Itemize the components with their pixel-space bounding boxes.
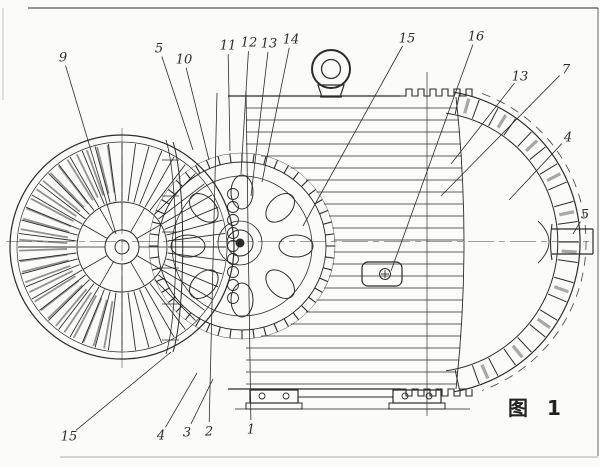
callout-label: 13 [512,70,529,85]
leader-line [208,92,218,423]
leader-line [161,56,194,151]
callout-label: 5 [581,208,589,223]
leader-line [75,351,172,431]
nameplate-detail [361,261,403,287]
center-lines [6,72,594,416]
callout-label: 14 [283,33,300,48]
leader-line [250,51,269,197]
callout-label: 11 [220,39,237,54]
callout-label: 12 [241,36,258,51]
leader-line [65,65,117,235]
callout-label: 4 [156,429,165,444]
leader-line [190,378,214,425]
end-ring [446,91,587,393]
callout-label: 2 [204,425,213,440]
leader-line [240,50,249,175]
fan-cover-edge [162,139,184,355]
gear-ring [148,152,336,340]
frame-border [2,7,599,458]
callout-label: 7 [562,63,571,78]
leader-line [227,53,231,152]
figure-caption: 图 1 [508,396,567,420]
leader-line [508,143,563,201]
leader-line [440,75,560,197]
callout-label: 10 [176,53,193,68]
leader-line [572,221,581,235]
callout-label: 16 [468,30,485,45]
callout-label: 3 [183,426,191,441]
leader-line [185,67,210,161]
callout-label: 15 [399,32,416,47]
callout-label: 4 [563,131,572,146]
callout-label: 15 [61,430,78,445]
leader-line [165,372,198,428]
motor-body-fins [228,88,473,397]
leader-line [261,47,290,183]
callout-label: 13 [261,37,278,52]
output-shaft [537,220,594,264]
callout-label: 5 [155,42,163,57]
callout-label: 1 [247,423,255,438]
callout-label: 9 [59,51,67,66]
leader-line [302,45,403,227]
lifting-eye-bolt [311,49,351,98]
leader-line [450,82,515,165]
leader-line [390,44,474,272]
leader-line [245,90,252,421]
mounting-feet [235,389,470,410]
